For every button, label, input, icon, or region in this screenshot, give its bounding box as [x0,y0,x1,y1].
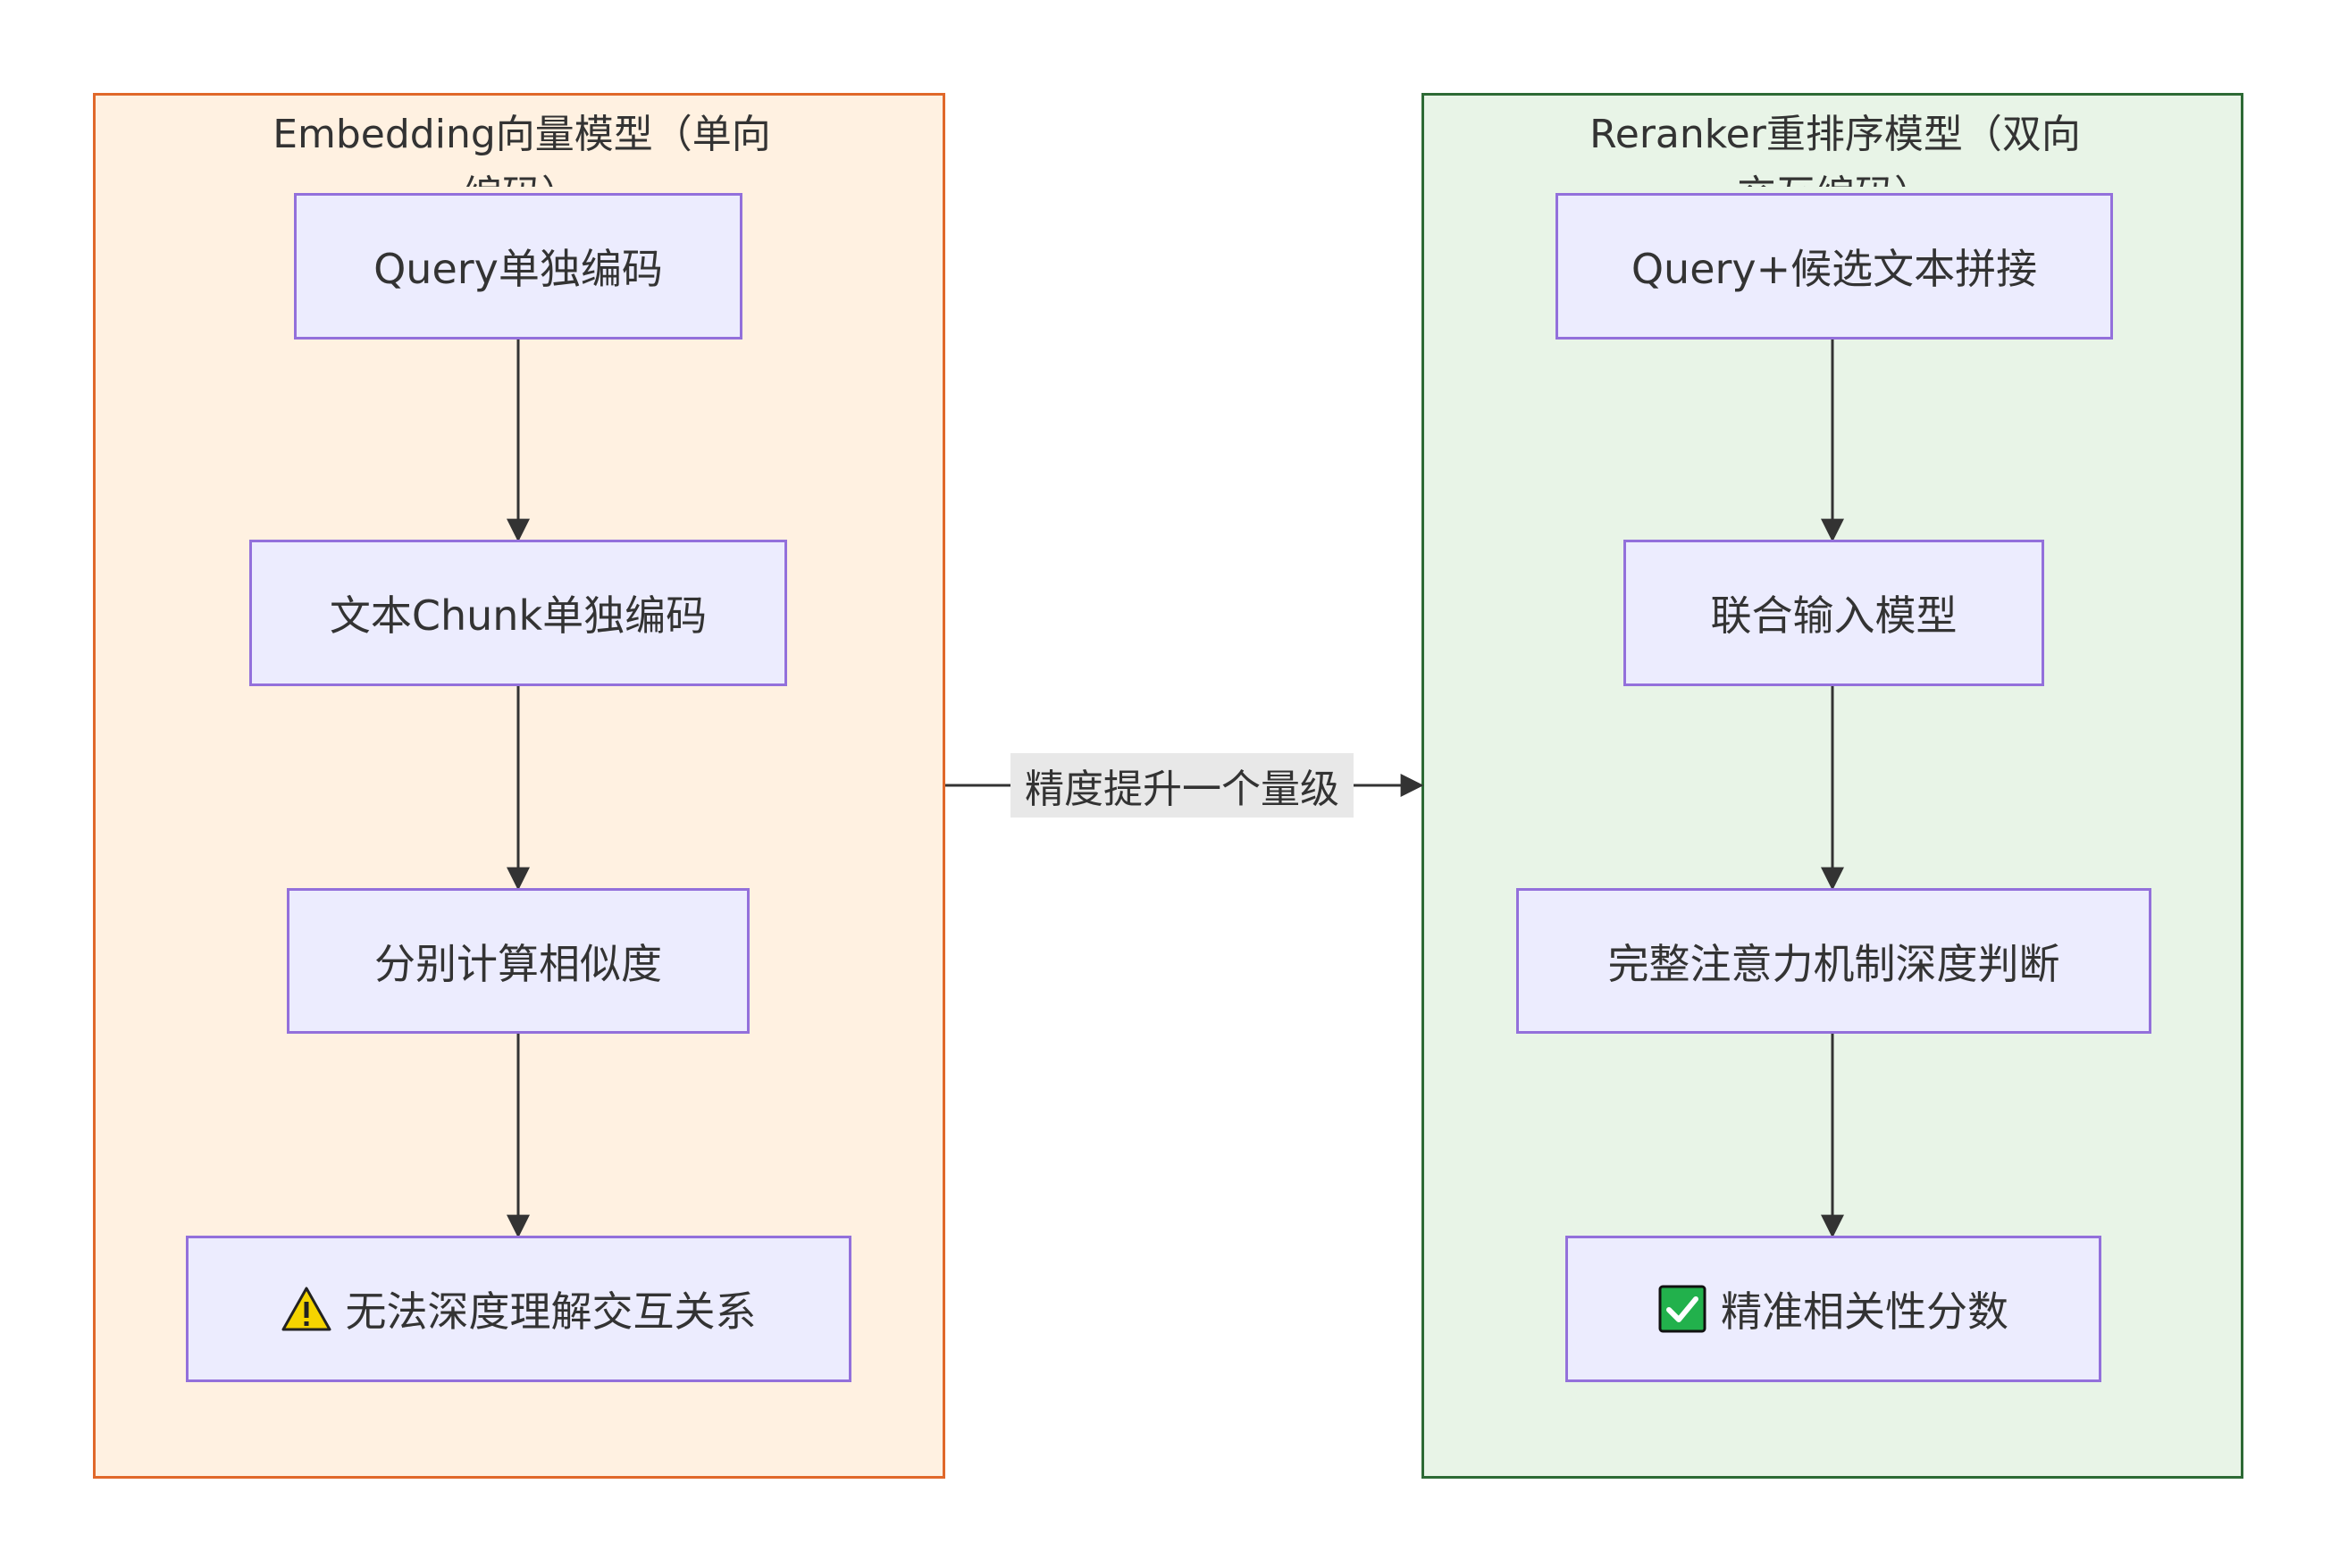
node-query-encode-label: Query单独编码 [373,245,663,293]
embedding-cluster-title: Embedding向量模型（单向编码） [273,112,771,187]
reranker-cluster-title: Reranker重排序模型（双向交互编码） [1589,112,2081,187]
node-compute-similarity-label: 分别计算相似度 [374,939,662,988]
node-attention-judge-label: 完整注意力机制深度判断 [1607,939,2060,988]
node-no-interaction-label: 无法深度理解交互关系 [345,1287,757,1336]
node-query-encode[interactable]: Query单独编码 [294,193,742,340]
node-chunk-encode-label: 文本Chunk单独编码 [329,591,708,640]
node-concat-input[interactable]: Query+候选文本拼接 [1555,193,2113,340]
node-relevance-score[interactable]: 精准相关性分数 [1565,1236,2101,1382]
node-chunk-encode[interactable]: 文本Chunk单独编码 [249,540,787,686]
node-joint-input[interactable]: 联合输入模型 [1623,540,2044,686]
node-compute-similarity[interactable]: 分别计算相似度 [287,888,750,1034]
warning-icon [281,1286,331,1332]
node-attention-judge[interactable]: 完整注意力机制深度判断 [1516,888,2151,1034]
node-relevance-score-label: 精准相关性分数 [1721,1287,2008,1336]
node-joint-input-label: 联合输入模型 [1710,591,1958,640]
edge-label-precision: 精度提升一个量级 [1010,753,1354,818]
node-concat-input-label: Query+候选文本拼接 [1631,245,2038,293]
check-mark-icon [1658,1285,1706,1333]
node-no-interaction[interactable]: 无法深度理解交互关系 [186,1236,851,1382]
